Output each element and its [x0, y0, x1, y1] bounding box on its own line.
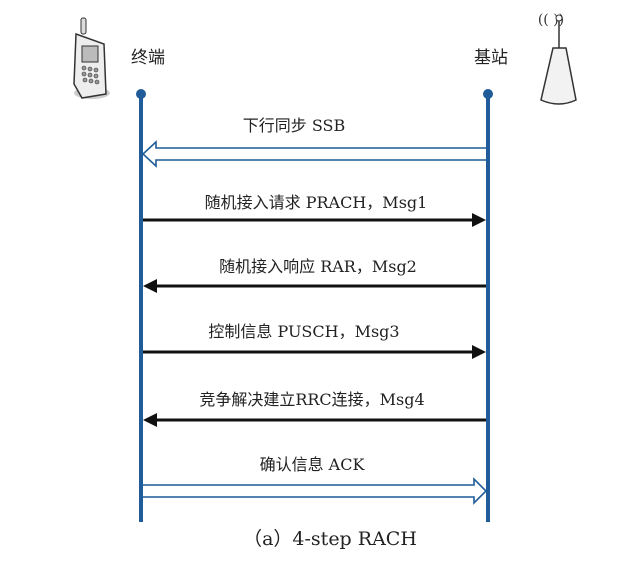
message-label-ssb: 下行同步 SSB [243, 116, 346, 135]
terminal-label: 终端 [131, 48, 165, 68]
message-label-msg3: 控制信息 PUSCH，Msg3 [208, 322, 399, 341]
message-label-msg1: 随机接入请求 PRACH，Msg1 [205, 193, 428, 212]
base-station-label: 基站 [474, 48, 508, 68]
message-label-ack: 确认信息 ACK [260, 455, 366, 474]
msg4-arrowhead [143, 413, 157, 427]
ack-hollow-arrow [143, 477, 488, 505]
message-label-msg2: 随机接入响应 RAR，Msg2 [219, 257, 417, 276]
base-station-icon: (( )) [538, 12, 577, 105]
phone-icon [73, 17, 110, 99]
msg3-arrowhead [472, 345, 486, 359]
terminal-lifeline-dot [136, 89, 146, 99]
message-label-msg4: 竞争解决建立RRC连接，Msg4 [199, 390, 424, 409]
base-station-lifeline-dot [483, 89, 493, 99]
ssb-hollow-arrow [141, 140, 486, 168]
figure-caption: （a）4-step RACH [243, 528, 417, 550]
msg1-arrowhead [472, 213, 486, 227]
msg2-arrowhead [143, 279, 157, 293]
